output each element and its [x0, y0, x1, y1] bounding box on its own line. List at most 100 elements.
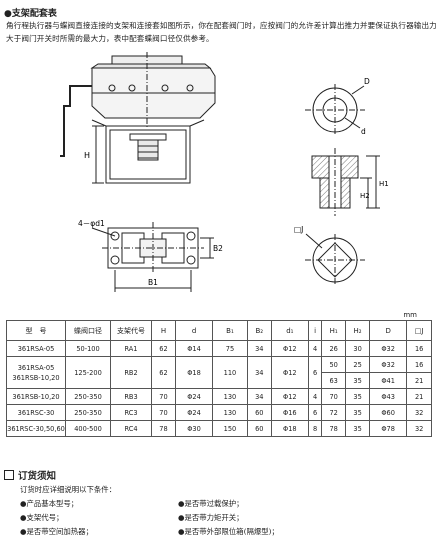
- cell-D: Φ41: [369, 372, 408, 389]
- header-cell: 型 号: [6, 320, 66, 341]
- cell-B2: 34: [246, 356, 272, 389]
- dim-D: D: [364, 77, 370, 86]
- header-cell: D: [369, 320, 408, 341]
- cell-H2: 35: [345, 420, 371, 437]
- table-header-row: 型 号 蝶阀口径 支架代号 H d B₁ B₂ d₁ i H₁ H₂ D □J: [6, 320, 432, 341]
- cell-B2: 34: [246, 388, 272, 405]
- section-title: ●支架配套表: [4, 9, 57, 19]
- header-cell: H: [151, 320, 176, 341]
- cell-d: Φ14: [174, 340, 214, 357]
- cell-H: 62: [151, 340, 176, 357]
- cell-D: Φ78: [369, 420, 408, 437]
- cell-model: 361RSB-10,20: [6, 388, 66, 405]
- cell-d1: Φ12: [270, 388, 309, 405]
- cell-model: 361RSC-30: [6, 404, 66, 421]
- cell-B2: 34: [246, 340, 272, 357]
- header-cell: B₂: [246, 320, 272, 341]
- header-cell: 支架代号: [110, 320, 152, 341]
- order-title: 订货须知: [4, 468, 56, 482]
- cell-i: 6: [307, 404, 323, 421]
- cell-code: RB2: [110, 356, 152, 389]
- cell-B1: 150: [212, 420, 248, 437]
- header-cell: H₂: [345, 320, 371, 341]
- spec-table: 型 号 蝶阀口径 支架代号 H d B₁ B₂ d₁ i H₁ H₂ D □J …: [6, 320, 432, 437]
- cell-code: RB3: [110, 388, 152, 405]
- dim-d1-hole: 4－φd1: [78, 219, 105, 228]
- cell-d1: Φ12: [270, 356, 309, 389]
- cell-i: 6: [307, 356, 323, 389]
- cell-H2: 35: [345, 388, 371, 405]
- cell-H1: 78: [321, 420, 347, 437]
- cell-D: Φ43: [369, 388, 408, 405]
- table-row: 361RSC-30,50,60 400-500 RC4 78 Φ30 150 6…: [6, 420, 432, 437]
- cell-H: 62: [151, 356, 176, 389]
- cell-D: Φ60: [369, 404, 408, 421]
- cell-H1: 50: [321, 356, 347, 373]
- cell-i: 8: [307, 420, 323, 437]
- dim-H1: H1: [379, 180, 389, 188]
- cell-J: 32: [406, 404, 432, 421]
- cell-H1: 70: [321, 388, 347, 405]
- cell-B1: 110: [212, 356, 248, 389]
- actuator-front-view: [60, 52, 216, 184]
- table-row: 361RSA-05 361RSB-10,20 125-200 RB2 62 Φ1…: [6, 356, 432, 389]
- order-item: ●是否带外部限位箱(隔爆型)；: [178, 527, 279, 536]
- dim-H2: H2: [360, 192, 370, 200]
- header-cell: d₁: [270, 320, 309, 341]
- header-cell: □J: [406, 320, 432, 341]
- cell-D: Φ32: [369, 356, 408, 373]
- unit-label: mm: [403, 311, 417, 319]
- cell-code: RC4: [110, 420, 152, 437]
- cell-d1: Φ16: [270, 404, 309, 421]
- order-item: ●是否带过载保护；: [178, 499, 244, 508]
- cell-code: RA1: [110, 340, 152, 357]
- cell-i: 4: [307, 388, 323, 405]
- cell-d: Φ24: [174, 388, 214, 405]
- cell-d1: Φ18: [270, 420, 309, 437]
- header-cell: B₁: [212, 320, 248, 341]
- dim-B1: B1: [148, 278, 158, 287]
- cell-d: Φ18: [174, 356, 214, 389]
- order-item: ●是否带空间加热器；: [20, 527, 93, 536]
- intro-paragraph: 角行程执行器与蝶阀直接连接的支架和连接套如图所示，你在配套阀门时，应按阀门的允许…: [6, 21, 437, 43]
- dim-d: d: [361, 127, 366, 136]
- order-intro: 订货时应详细说明以下条件：: [20, 485, 117, 494]
- cell-i: 4: [307, 340, 323, 357]
- cell-d1: Φ12: [270, 340, 309, 357]
- cell-caliber: 250-350: [65, 388, 111, 405]
- cell-model: 361RSA-05: [6, 340, 66, 357]
- table-row: 63 35 Φ41 21: [7, 372, 432, 389]
- order-item: ●支架代号；: [20, 513, 64, 522]
- cell-H: 70: [151, 388, 176, 405]
- cell-H2: 25: [345, 356, 371, 373]
- cell-H: 70: [151, 404, 176, 421]
- cell-D: Φ32: [369, 340, 408, 357]
- cell-d: Φ30: [174, 420, 214, 437]
- cell-model: 361RSC-30,50,60: [6, 420, 66, 437]
- cell-B1: 130: [212, 388, 248, 405]
- cell-caliber: 125-200: [65, 356, 111, 389]
- dim-B2: B2: [213, 244, 223, 253]
- cell-H1: 72: [321, 404, 347, 421]
- cell-caliber: 50-100: [65, 340, 111, 357]
- coupling-views: [305, 84, 380, 286]
- order-item: ●产品基本型号；: [20, 499, 79, 508]
- cell-d: Φ24: [174, 404, 214, 421]
- cell-B2: 60: [246, 420, 272, 437]
- header-cell: 蝶阀口径: [65, 320, 111, 341]
- cell-J: 21: [406, 388, 432, 405]
- table-row: 361RSC-30 250-350 RC3 70 Φ24 130 60 Φ16 …: [6, 404, 432, 421]
- cell-H2: 35: [345, 404, 371, 421]
- cell-B1: 75: [212, 340, 248, 357]
- cell-J: 16: [406, 356, 432, 373]
- header-cell: i: [307, 320, 323, 341]
- cell-B2: 60: [246, 404, 272, 421]
- table-row: 361RSA-05 50-100 RA1 62 Φ14 75 34 Φ12 4 …: [6, 340, 432, 357]
- cell-H2: 35: [345, 372, 371, 389]
- cell-caliber: 250-350: [65, 404, 111, 421]
- cell-H1: 63: [321, 372, 347, 389]
- cell-J: 21: [406, 372, 432, 389]
- cell-J: 32: [406, 420, 432, 437]
- header-cell: H₁: [321, 320, 347, 341]
- cell-B1: 130: [212, 404, 248, 421]
